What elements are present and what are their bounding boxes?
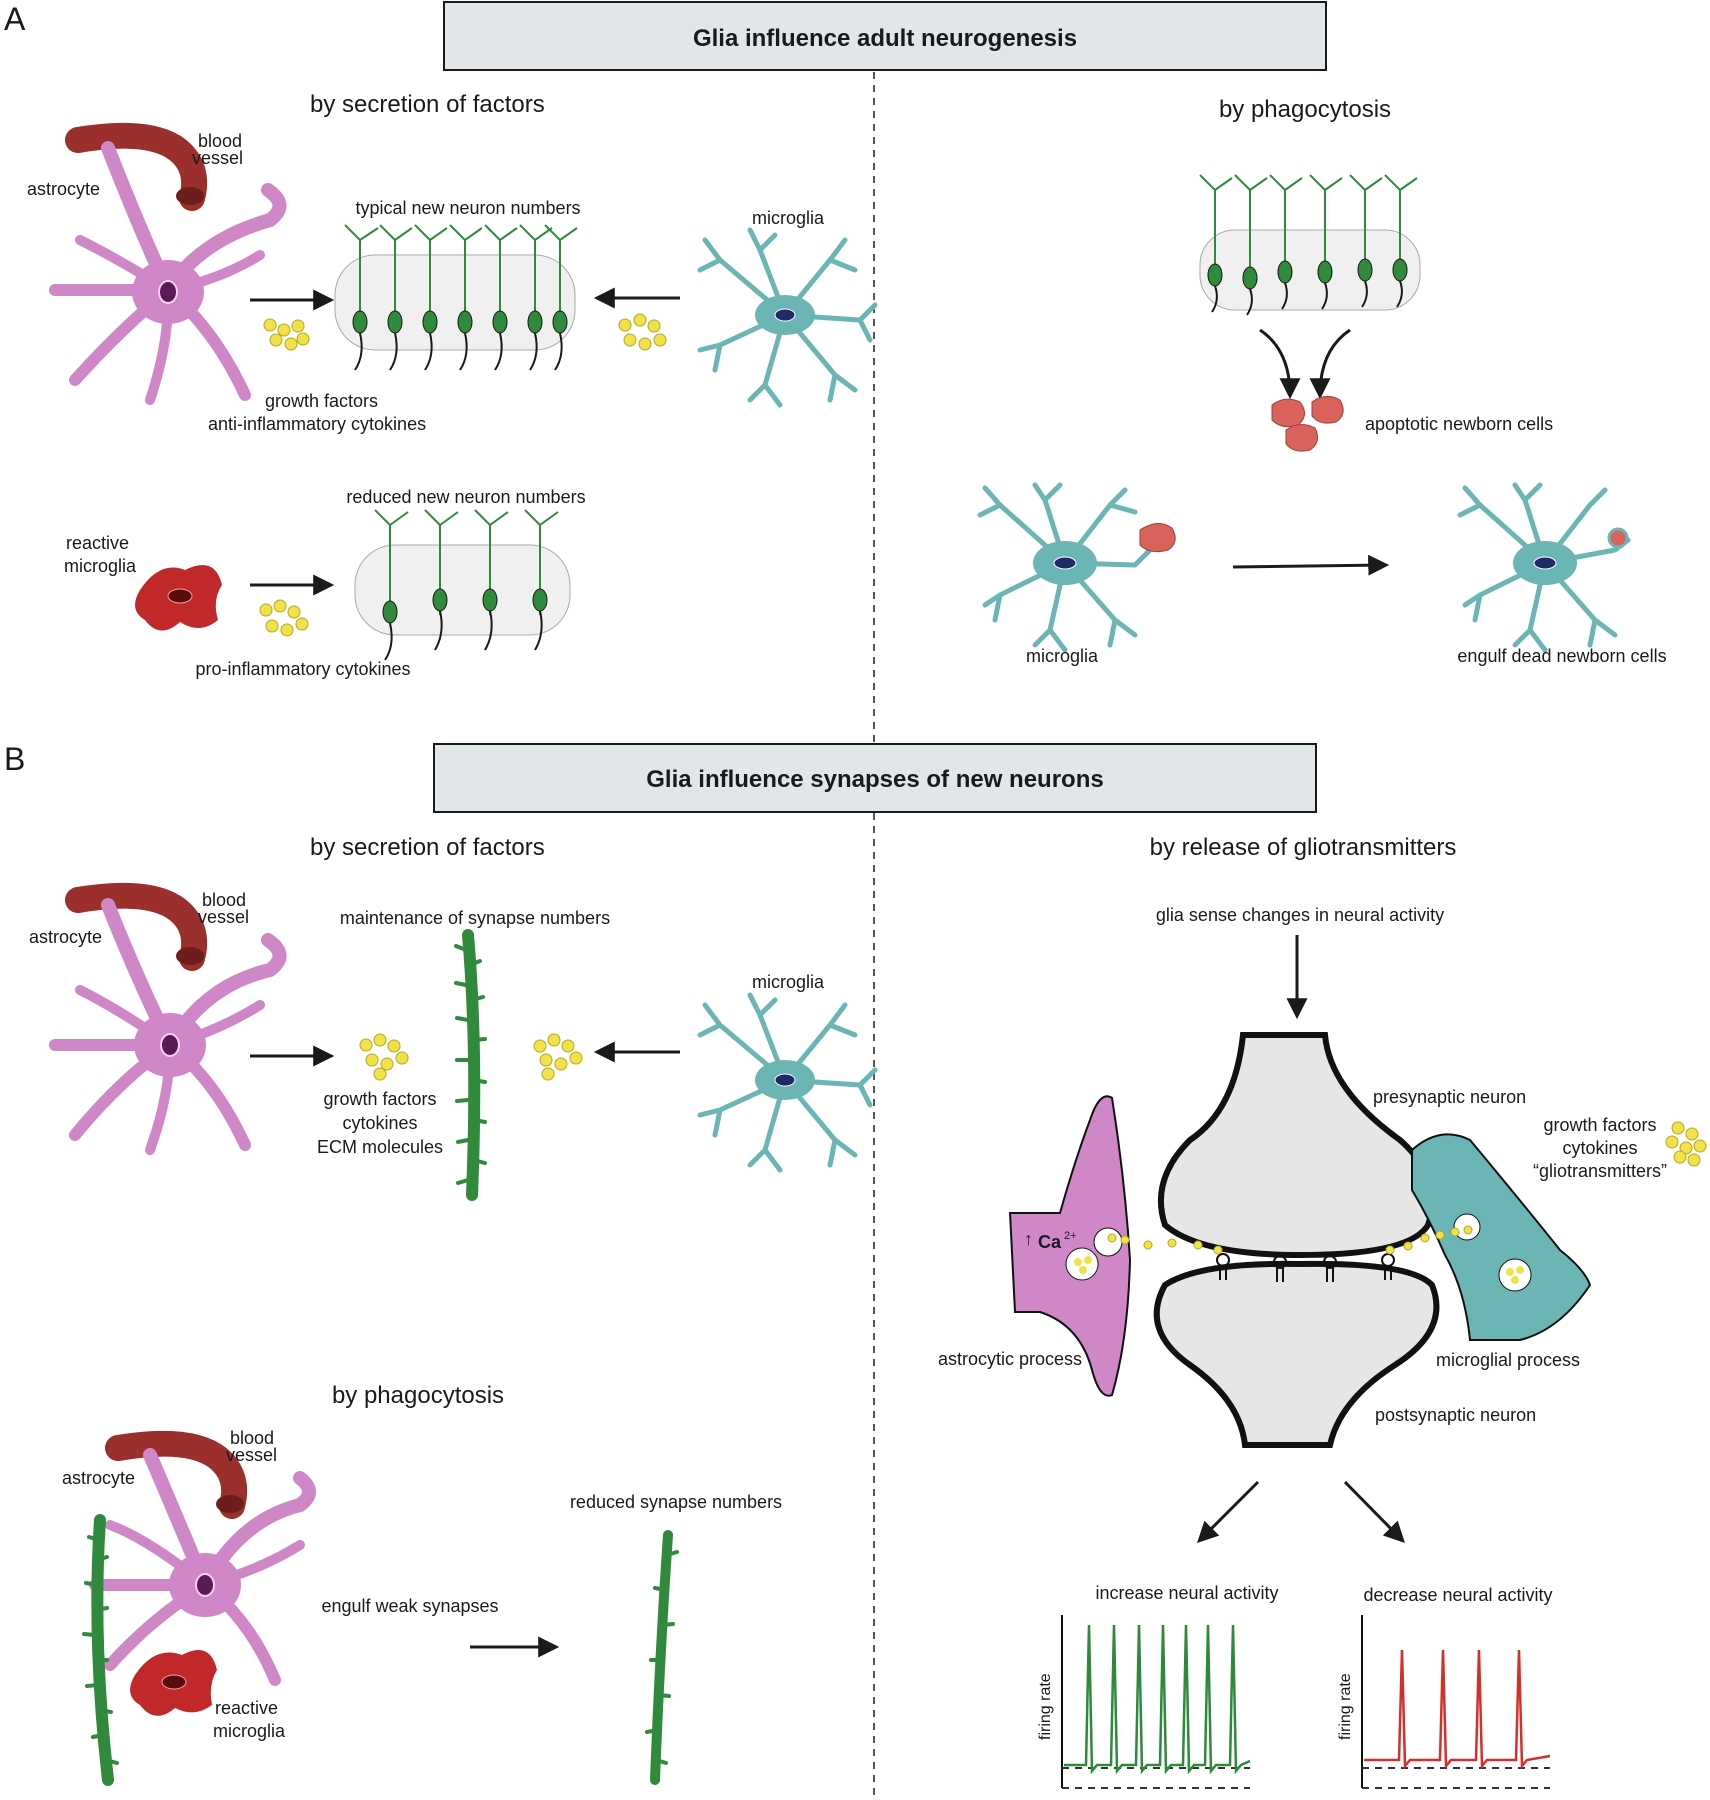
reduced-label: reduced new neuron numbers bbox=[346, 487, 585, 507]
postsynaptic-neuron-shape bbox=[1153, 1260, 1440, 1448]
growth-factors-label-a: growth factors bbox=[265, 391, 378, 411]
maintenance-label: maintenance of synapse numbers bbox=[340, 908, 610, 928]
astrocytic-process-label: astrocytic process bbox=[938, 1349, 1082, 1369]
dendrite-icon bbox=[454, 929, 487, 1201]
vessel-label-a: vessel bbox=[192, 148, 243, 168]
arrow bbox=[1232, 554, 1390, 576]
panel-b-right-heading: by release of gliotransmitters bbox=[1150, 834, 1457, 861]
ecm-label: ECM molecules bbox=[317, 1137, 443, 1157]
presynaptic-neuron-shape bbox=[1157, 1032, 1436, 1259]
arrow bbox=[1197, 1480, 1260, 1543]
reactive-label-b: reactive bbox=[215, 1698, 278, 1718]
astrocyte-icon bbox=[49, 141, 287, 405]
blood-vessel-icon bbox=[65, 122, 208, 211]
vessel-label-b2: vessel bbox=[226, 1445, 277, 1465]
blood-label-b2: blood bbox=[230, 1428, 274, 1448]
arrow bbox=[1259, 328, 1301, 400]
panel-b-title-banner: Glia influence synapses of new neurons bbox=[433, 743, 1317, 813]
factor-dots bbox=[359, 1033, 409, 1081]
gliotransmitter-dots bbox=[1107, 1225, 1473, 1255]
microglia-icon bbox=[697, 227, 878, 408]
factor-dots bbox=[263, 318, 310, 351]
panel-b-title: Glia influence synapses of new neurons bbox=[646, 766, 1103, 793]
firing-rate-label-inc: firing rate bbox=[1037, 1673, 1054, 1740]
astrocyte-icon bbox=[89, 1448, 316, 1686]
neuron-layer-reduced bbox=[354, 509, 571, 661]
blood-label-a: blood bbox=[198, 131, 242, 151]
panel-letter-a: A bbox=[4, 1, 26, 37]
decrease-label: decrease neural activity bbox=[1363, 1585, 1552, 1605]
apoptotic-cells-icon bbox=[1271, 396, 1344, 452]
anti-inflammatory-label: anti-inflammatory cytokines bbox=[208, 414, 426, 434]
panel-b-left-heading: by secretion of factors bbox=[310, 834, 545, 861]
panel-a-right-heading: by phagocytosis bbox=[1219, 96, 1391, 123]
presynaptic-label: presynaptic neuron bbox=[1373, 1087, 1526, 1107]
up-arrow-icon: ↑ bbox=[1024, 1229, 1033, 1249]
microglia-icon bbox=[697, 992, 878, 1173]
firing-rate-label-dec: firing rate bbox=[1337, 1673, 1354, 1740]
astrocyte-label-b: astrocyte bbox=[29, 927, 102, 947]
dendrite-icon bbox=[645, 1530, 679, 1785]
trace-decrease: firing rate bbox=[1337, 1615, 1551, 1789]
trace-increase: firing rate bbox=[1037, 1615, 1251, 1789]
panel-b-phago-heading: by phagocytosis bbox=[332, 1382, 504, 1409]
astrocytic-process-icon bbox=[1008, 1095, 1132, 1397]
ca-label: Ca bbox=[1038, 1232, 1062, 1252]
astrocyte-icon bbox=[49, 898, 287, 1155]
reactive-microglia-label-b: microglia bbox=[213, 1721, 286, 1741]
apoptotic-label: apoptotic newborn cells bbox=[1365, 414, 1553, 434]
factor-dots bbox=[259, 599, 309, 637]
vessel-label-b: vessel bbox=[198, 907, 249, 927]
blood-vessel-icon bbox=[105, 1430, 248, 1519]
blood-label-b: blood bbox=[202, 890, 246, 910]
gf-label-1: growth factors bbox=[1543, 1115, 1656, 1135]
reactive-microglia-icon bbox=[135, 565, 222, 631]
factor-dots bbox=[618, 313, 667, 351]
microglia-icon bbox=[977, 482, 1153, 653]
blood-vessel-icon bbox=[65, 882, 208, 971]
apoptotic-cell-icon bbox=[1139, 523, 1176, 553]
engulf-weak-label: engulf weak synapses bbox=[321, 1596, 498, 1616]
factor-dots bbox=[533, 1033, 583, 1081]
astrocyte-label-a: astrocyte bbox=[27, 179, 100, 199]
reduced-synapse-label: reduced synapse numbers bbox=[570, 1492, 782, 1512]
reactive-microglia-label-a: microglia bbox=[64, 556, 137, 576]
panel-letter-b: B bbox=[4, 741, 25, 777]
arrow bbox=[1343, 1480, 1405, 1543]
panel-a-title: Glia influence adult neurogenesis bbox=[693, 25, 1077, 52]
gf-label-2: cytokines bbox=[1562, 1138, 1637, 1158]
panel-a-title-banner: Glia influence adult neurogenesis bbox=[443, 1, 1327, 71]
dendrite-icon bbox=[82, 1514, 119, 1786]
engulf-label: engulf dead newborn cells bbox=[1457, 646, 1666, 666]
sense-label: glia sense changes in neural activity bbox=[1156, 905, 1444, 925]
postsynaptic-label: postsynaptic neuron bbox=[1375, 1405, 1536, 1425]
ca-indicator: ↑ Ca 2+ bbox=[1024, 1229, 1077, 1252]
microglia-label-b: microglia bbox=[752, 972, 825, 992]
reactive-microglia-icon bbox=[130, 1650, 217, 1716]
reactive-label-a: reactive bbox=[66, 533, 129, 553]
ca-sup-label: 2+ bbox=[1064, 1230, 1077, 1242]
microglial-process-label: microglial process bbox=[1436, 1350, 1580, 1370]
microglia-label-a: microglia bbox=[752, 208, 825, 228]
arrow bbox=[1309, 328, 1351, 400]
factor-dots bbox=[1665, 1121, 1707, 1167]
gf-label-3: “gliotransmitters” bbox=[1533, 1161, 1667, 1181]
cytokines-label-b: cytokines bbox=[342, 1113, 417, 1133]
pro-inflammatory-label: pro-inflammatory cytokines bbox=[195, 659, 410, 679]
astrocyte-label-b2: astrocyte bbox=[62, 1468, 135, 1488]
increase-label: increase neural activity bbox=[1095, 1583, 1278, 1603]
neuron-layer-phago bbox=[1199, 174, 1421, 316]
neuron-layer-typical bbox=[334, 224, 578, 371]
microglia-engulfing-icon bbox=[1457, 482, 1631, 653]
growth-factors-label-b: growth factors bbox=[323, 1089, 436, 1109]
microglia-label-a-right: microglia bbox=[1026, 646, 1099, 666]
typical-label: typical new neuron numbers bbox=[355, 198, 580, 218]
panel-a-left-heading: by secretion of factors bbox=[310, 91, 545, 118]
